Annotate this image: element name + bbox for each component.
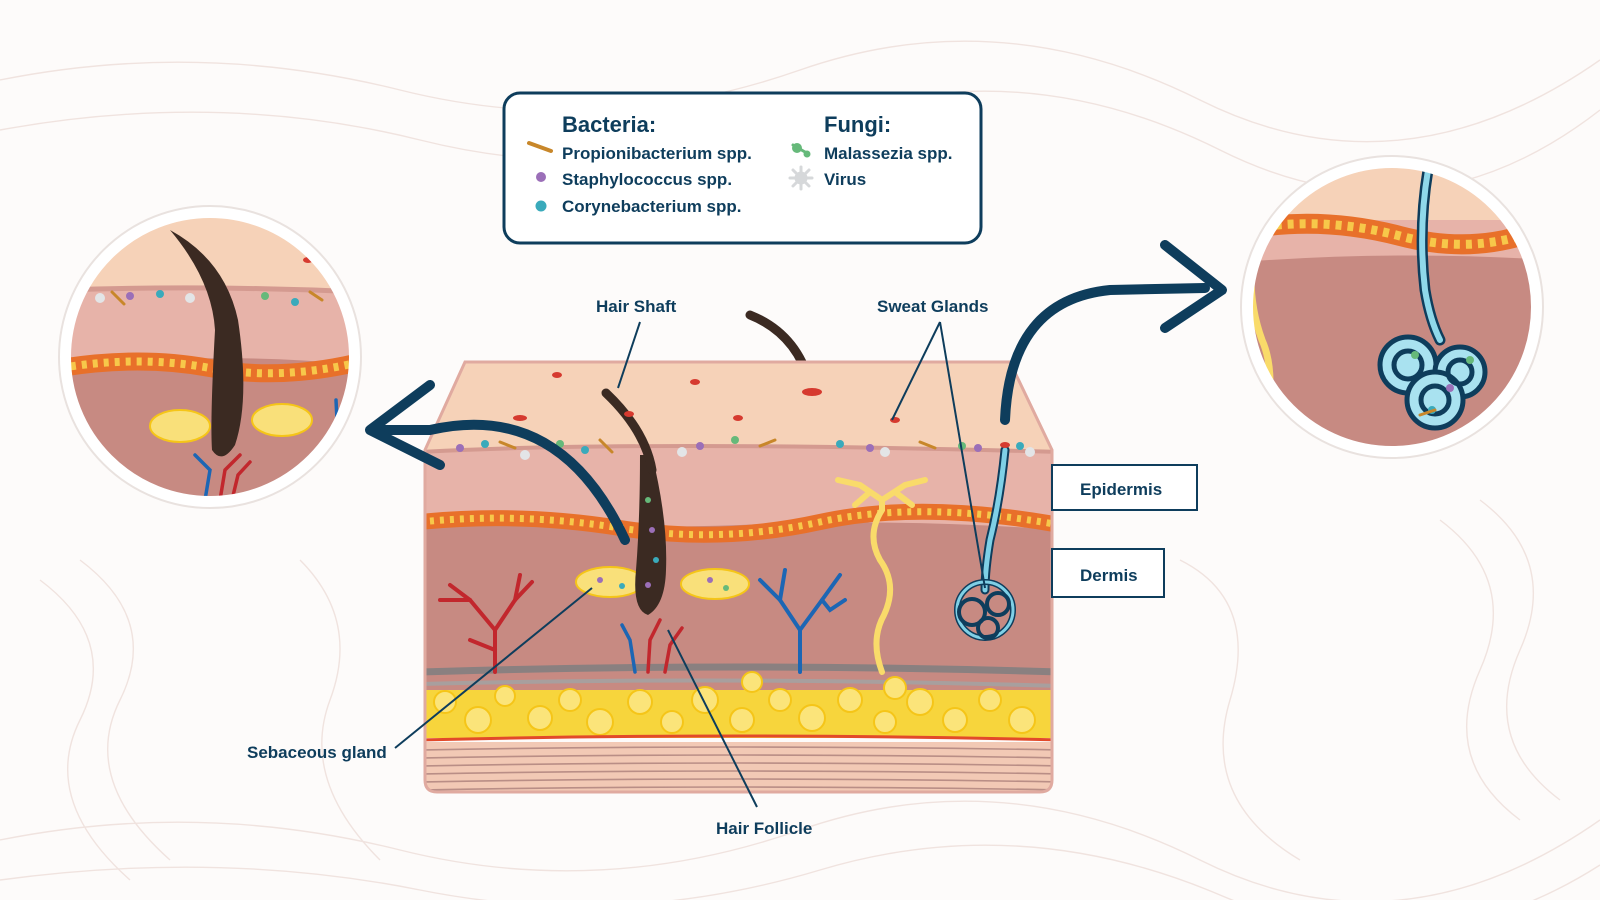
legend-malassezia-label: Malassezia spp. (824, 144, 953, 163)
malassezia-icon (791, 143, 811, 158)
epidermis-label: Epidermis (1080, 480, 1162, 499)
legend-bacteria-heading: Bacteria: (562, 112, 656, 137)
legend-virus-label: Virus (824, 170, 866, 189)
legend-propionibacterium-label: Propionibacterium spp. (562, 144, 752, 163)
corynebacterium-icon (535, 200, 547, 212)
magnified-hair-follicle-view (58, 205, 362, 509)
vein-branches (758, 568, 847, 674)
arrow-to-sweat-gland-view (1000, 283, 1210, 425)
follicle-capillaries (620, 618, 684, 674)
staphylococcus-icon (536, 172, 546, 182)
hair-shaft-label: Hair Shaft (596, 297, 677, 316)
dermis-label: Dermis (1080, 566, 1138, 585)
propionibacterium-icon (527, 141, 553, 153)
hair-follicle-label: Hair Follicle (716, 819, 812, 838)
legend-box (502, 91, 983, 245)
artery-branches (438, 573, 534, 674)
skin-surface (425, 362, 1052, 452)
legend-fungi-heading: Fungi: (824, 112, 891, 137)
sweat-pores (513, 372, 1010, 448)
hair-follicle (635, 455, 667, 615)
sweat-glands-label: Sweat Glands (877, 297, 988, 316)
epidermis-callout: Epidermis (1051, 464, 1198, 511)
legend: Bacteria: Fungi: Propionibacterium spp. … (502, 91, 983, 245)
skin-cross-section (423, 310, 1054, 794)
nerve-fiber (835, 477, 928, 675)
magnified-sweat-gland-view (1240, 155, 1544, 459)
legend-corynebacterium-label: Corynebacterium spp. (562, 197, 742, 216)
callout-lines (394, 321, 986, 808)
dermis-callout: Dermis (1051, 548, 1165, 598)
legend-staphylococcus-label: Staphylococcus spp. (562, 170, 732, 189)
surface-microbes (456, 436, 1035, 460)
arrow-to-hair-follicle-view (375, 419, 630, 545)
sebaceous-gland-label: Sebaceous gland (247, 743, 387, 762)
virus-icon (788, 165, 814, 191)
sebaceous-gland (575, 566, 750, 600)
sweat-gland (954, 445, 1016, 641)
